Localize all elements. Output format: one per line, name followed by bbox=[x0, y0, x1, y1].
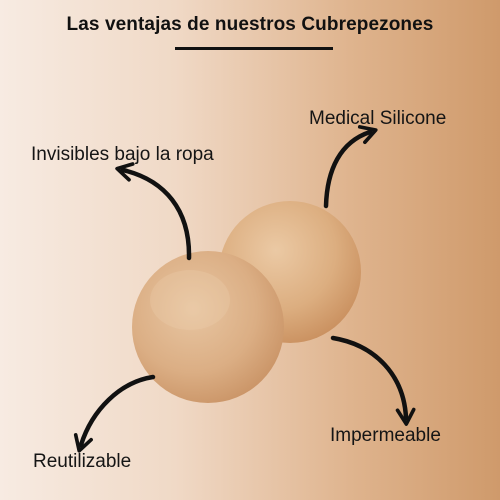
title-underline bbox=[175, 47, 333, 50]
arrow-icon bbox=[115, 162, 192, 261]
arrow-icon bbox=[330, 335, 416, 426]
benefit-label-impermeable: Impermeable bbox=[330, 425, 441, 446]
arrow-icon bbox=[73, 374, 156, 453]
benefit-label-invisible: Invisibles bajo la ropa bbox=[31, 144, 214, 165]
nipple-cover-front bbox=[132, 251, 284, 403]
benefit-label-medical-silicone: Medical Silicone bbox=[309, 108, 447, 129]
arrow-icon bbox=[323, 125, 378, 209]
page-title: Las ventajas de nuestros Cubrepezones bbox=[66, 14, 434, 35]
benefit-label-reutilizable: Reutilizable bbox=[33, 451, 132, 472]
